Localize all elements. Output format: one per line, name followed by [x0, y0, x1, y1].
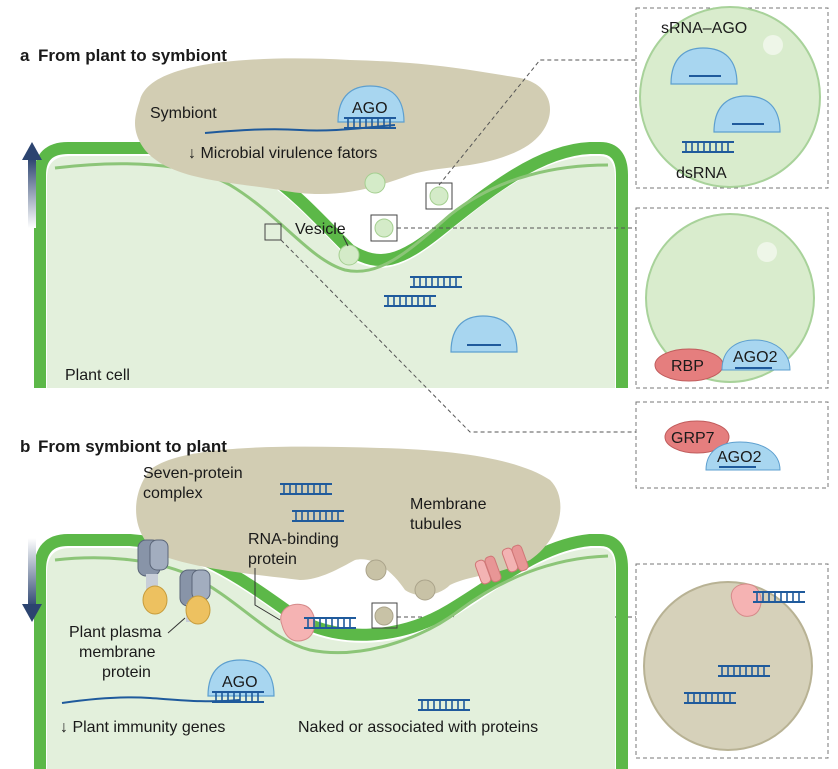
- inset-marker: [264, 223, 282, 241]
- rna-binding-label-1: RNA-binding: [248, 531, 339, 548]
- grp7-label: GRP7: [671, 430, 715, 447]
- symbiont-b: [136, 446, 561, 596]
- inset-1: sRNA–AGO dsRNA: [635, 6, 829, 189]
- plant-cell-label: Plant cell: [65, 367, 130, 384]
- rna-binding-label-2: protein: [248, 551, 297, 568]
- seven-protein-complex-icon: [137, 539, 211, 625]
- ago-label-b: AGO: [222, 674, 258, 691]
- seven-protein-label-2: complex: [143, 485, 203, 502]
- inset-2: RBP AGO2: [635, 207, 829, 389]
- vesicle-label: Vesicle: [295, 221, 346, 238]
- seven-protein-label-1: Seven-protein: [143, 465, 243, 482]
- rbp-label: RBP: [671, 358, 704, 375]
- vesicle: [374, 218, 394, 238]
- ago-label-a: AGO: [352, 100, 388, 117]
- dsrna-label: dsRNA: [676, 165, 727, 182]
- srna-ago-label: sRNA–AGO: [661, 20, 747, 37]
- inset-4: [635, 563, 829, 759]
- vesicle: [338, 244, 360, 266]
- vesicle: [414, 579, 436, 601]
- inset-marker: [425, 182, 453, 210]
- membrane-tubules-label-2: tubules: [410, 516, 462, 533]
- inset-marker: [371, 602, 398, 629]
- ago2-label-inset3: AGO2: [717, 449, 762, 466]
- vesicle: [374, 606, 394, 626]
- ago-complex-a: AGO: [337, 85, 405, 123]
- plant-cell-wall-b: [34, 534, 628, 769]
- panel-a-letter: a: [20, 46, 30, 65]
- panel-a-title: From plant to symbiont: [38, 46, 227, 65]
- ago-a-cell: [450, 315, 518, 353]
- plasma-label-1: Plant plasma: [69, 624, 162, 641]
- naked-label: Naked or associated with proteins: [298, 719, 538, 736]
- panel-b-letter: b: [20, 437, 30, 456]
- panel-b: b From symbiont to plant Seven-protein c…: [20, 437, 628, 769]
- symbiont-label: Symbiont: [150, 105, 217, 122]
- down-arrow-icon: [22, 538, 42, 622]
- virulence-label: ↓ Microbial virulence fators: [188, 145, 377, 162]
- immunity-label: ↓ Plant immunity genes: [60, 719, 225, 736]
- membrane-tubules-icon: [474, 544, 529, 585]
- membrane-tubules-label-1: Membrane: [410, 496, 487, 513]
- panel-a: a From plant to symbiont Symbiont AGO ↓ …: [20, 46, 628, 388]
- panel-b-title: From symbiont to plant: [38, 437, 227, 456]
- ago-complex-b: AGO: [207, 659, 275, 697]
- symbiont-a: [135, 58, 550, 195]
- vesicle: [429, 186, 449, 206]
- mrna-strand-b: [61, 696, 241, 704]
- plasma-label-3: protein: [102, 664, 151, 681]
- vesicle: [365, 559, 387, 581]
- ago2-label-inset2: AGO2: [733, 349, 778, 366]
- vesicle: [364, 172, 386, 194]
- plasma-label-2: membrane: [79, 644, 156, 661]
- up-arrow-icon: [22, 142, 42, 228]
- inset-3: GRP7 AGO2: [635, 401, 829, 489]
